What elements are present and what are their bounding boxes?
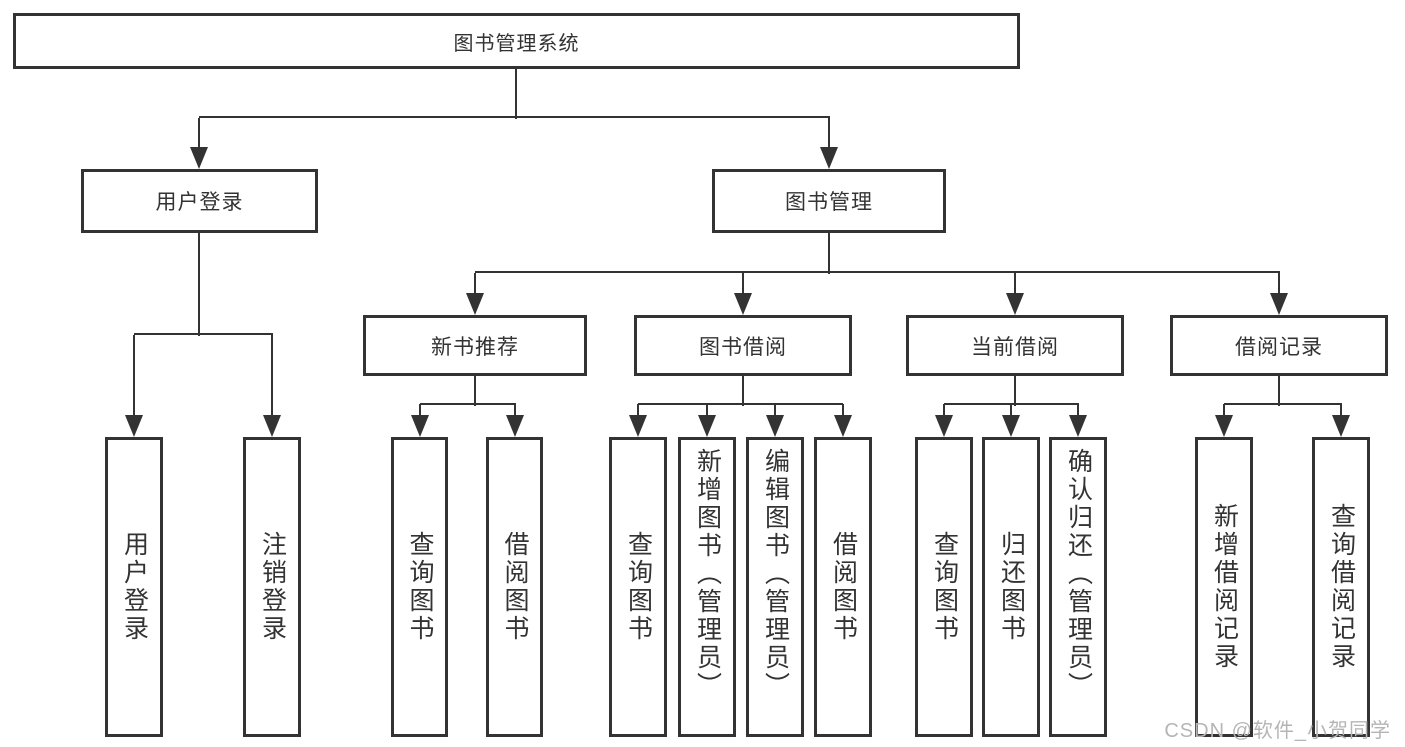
- connector-line: [1014, 375, 1016, 406]
- connector-line: [514, 404, 516, 419]
- arrow-down-icon: [734, 293, 752, 315]
- node-root: 图书管理系统: [13, 13, 1020, 69]
- node-borrow-books-borrowing: 借阅图书: [814, 437, 872, 737]
- arrow-down-icon: [935, 415, 953, 437]
- arrow-down-icon: [1332, 415, 1350, 437]
- node-borrowing-records: 借阅记录: [1170, 315, 1388, 376]
- arrow-down-icon: [1270, 293, 1288, 315]
- connector-line: [742, 375, 744, 406]
- node-return-books: 归还图书: [982, 437, 1040, 737]
- connector-line: [419, 404, 421, 419]
- connector-line: [1223, 404, 1225, 419]
- node-label: 归还图书: [997, 531, 1026, 643]
- arrow-down-icon: [698, 415, 716, 437]
- node-user-login: 用户登录: [81, 169, 318, 233]
- watermark: CSDN @软件_小贺同学: [1164, 720, 1391, 742]
- arrow-down-icon: [1069, 415, 1087, 437]
- node-add-borrow-record: 新增借阅记录: [1195, 437, 1253, 737]
- connector-line: [198, 233, 200, 336]
- node-query-borrow-record: 查询借阅记录: [1312, 437, 1370, 737]
- node-label: 图书管理系统: [453, 32, 580, 55]
- connector-line: [637, 404, 639, 419]
- connector-line: [474, 375, 476, 406]
- connector-line: [1010, 404, 1012, 419]
- arrow-down-icon: [629, 415, 647, 437]
- connector-line: [474, 273, 476, 297]
- node-query-books-borrowing: 查询图书: [609, 437, 667, 737]
- arrow-down-icon: [766, 415, 784, 437]
- node-label: 借阅记录: [1235, 335, 1323, 359]
- connector-line: [1340, 404, 1342, 419]
- node-query-books-recommend: 查询图书: [391, 437, 448, 737]
- connector-line: [842, 404, 844, 419]
- node-label: 新增借阅记录: [1210, 503, 1239, 671]
- node-edit-books-admin: 编辑图书（管理员）: [746, 437, 804, 737]
- connector-line: [198, 118, 200, 151]
- node-label: 图书借阅: [699, 335, 787, 359]
- connector-line: [706, 404, 708, 419]
- node-new-book-recommend: 新书推荐: [363, 315, 587, 376]
- node-logout-leaf: 注销登录: [243, 437, 301, 737]
- arrow-down-icon: [1215, 415, 1233, 437]
- node-label: 借阅图书: [829, 531, 858, 643]
- connector-line: [1224, 403, 1342, 405]
- arrow-down-icon: [411, 415, 429, 437]
- node-label: 新书推荐: [431, 335, 519, 359]
- node-book-management: 图书管理: [712, 169, 946, 233]
- connector-line: [1278, 375, 1280, 406]
- node-label: 查询借阅记录: [1327, 503, 1356, 671]
- node-label: 查询图书: [406, 531, 434, 643]
- connector-line: [774, 404, 776, 419]
- node-confirm-return-admin: 确认归还（管理员）: [1049, 437, 1107, 737]
- connector-line: [420, 403, 516, 405]
- arrow-down-icon: [1006, 293, 1024, 315]
- arrow-down-icon: [466, 293, 484, 315]
- arrow-down-icon: [506, 415, 524, 437]
- node-label: 当前借阅: [971, 335, 1059, 359]
- connector-line: [1077, 404, 1079, 419]
- node-label: 新增图书（管理员）: [693, 448, 722, 700]
- node-label: 确认归还（管理员）: [1064, 448, 1093, 700]
- connector-line: [742, 273, 744, 297]
- connector-line: [475, 271, 1280, 273]
- arrow-down-icon: [834, 415, 852, 437]
- node-label: 用户登录: [155, 191, 244, 214]
- node-borrow-books-recommend: 借阅图书: [486, 437, 543, 737]
- connector-line: [134, 333, 273, 335]
- node-label: 注销登录: [258, 531, 287, 643]
- arrow-down-icon: [820, 147, 838, 169]
- arrow-down-icon: [190, 147, 208, 169]
- node-label: 借阅图书: [501, 531, 529, 643]
- connector-line: [199, 116, 830, 118]
- connector-line: [943, 404, 945, 419]
- connector-line: [1014, 273, 1016, 297]
- connector-line: [828, 118, 830, 151]
- node-label: 查询图书: [930, 531, 959, 643]
- node-book-borrowing: 图书借阅: [634, 315, 852, 376]
- connector-line: [515, 69, 517, 119]
- connector-line: [828, 233, 830, 274]
- node-label: 查询图书: [624, 531, 653, 643]
- node-user-login-leaf: 用户登录: [105, 437, 163, 737]
- node-label: 用户登录: [120, 531, 149, 643]
- node-query-books-current: 查询图书: [915, 437, 973, 737]
- connector-line: [638, 403, 843, 405]
- connector-line: [1278, 273, 1280, 297]
- arrow-down-icon: [1002, 415, 1020, 437]
- node-label: 图书管理: [785, 191, 873, 214]
- node-current-borrowing: 当前借阅: [906, 315, 1124, 376]
- node-label: 编辑图书（管理员）: [761, 448, 790, 700]
- connector-line: [133, 335, 135, 419]
- arrow-down-icon: [125, 415, 143, 437]
- arrow-down-icon: [263, 415, 281, 437]
- node-add-books-admin: 新增图书（管理员）: [678, 437, 736, 737]
- connector-line: [271, 335, 273, 419]
